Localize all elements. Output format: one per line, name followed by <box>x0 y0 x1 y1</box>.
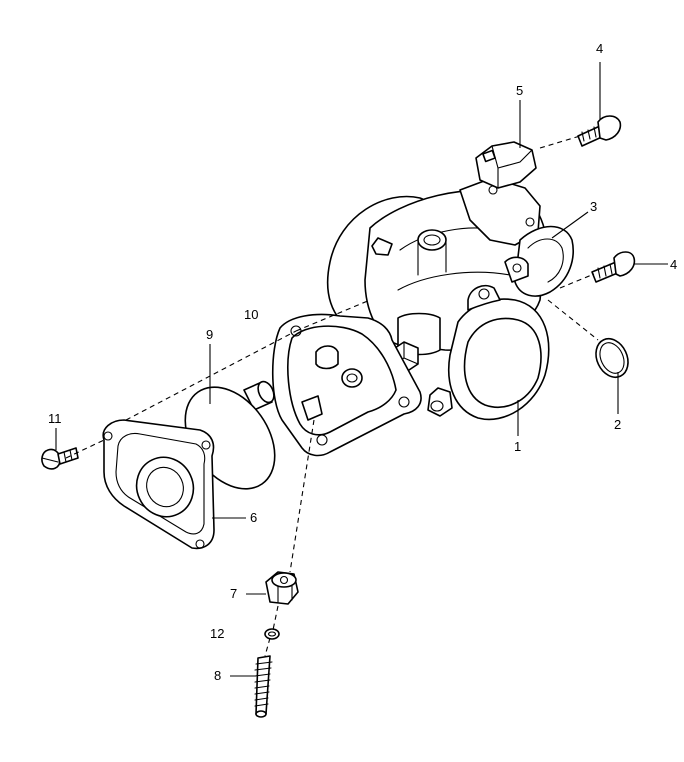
cover-housing <box>271 313 422 457</box>
callout-6: 6 <box>250 510 258 525</box>
callout-7: 7 <box>230 586 238 601</box>
washer <box>264 628 280 640</box>
screw <box>41 447 79 470</box>
callout-1: 1 <box>514 439 522 454</box>
throttle-position-sensor <box>475 141 537 189</box>
callout-4-top: 4 <box>596 41 604 56</box>
callout-5: 5 <box>516 83 524 98</box>
callout-2: 2 <box>614 417 622 432</box>
small-piston <box>243 380 275 411</box>
callout-9: 9 <box>206 327 214 342</box>
bolt-right <box>591 251 636 283</box>
nut <box>265 571 299 605</box>
callout-12: 12 <box>210 626 225 641</box>
cover-plate <box>102 419 215 550</box>
bolt-top <box>577 115 622 147</box>
callout-3: 3 <box>590 199 598 214</box>
callout-10: 10 <box>244 307 259 322</box>
callout-4-right: 4 <box>670 257 678 272</box>
o-ring <box>595 337 629 379</box>
callout-8: 8 <box>214 668 222 683</box>
callout-11: 11 <box>48 411 62 426</box>
threaded-stud <box>254 655 273 718</box>
